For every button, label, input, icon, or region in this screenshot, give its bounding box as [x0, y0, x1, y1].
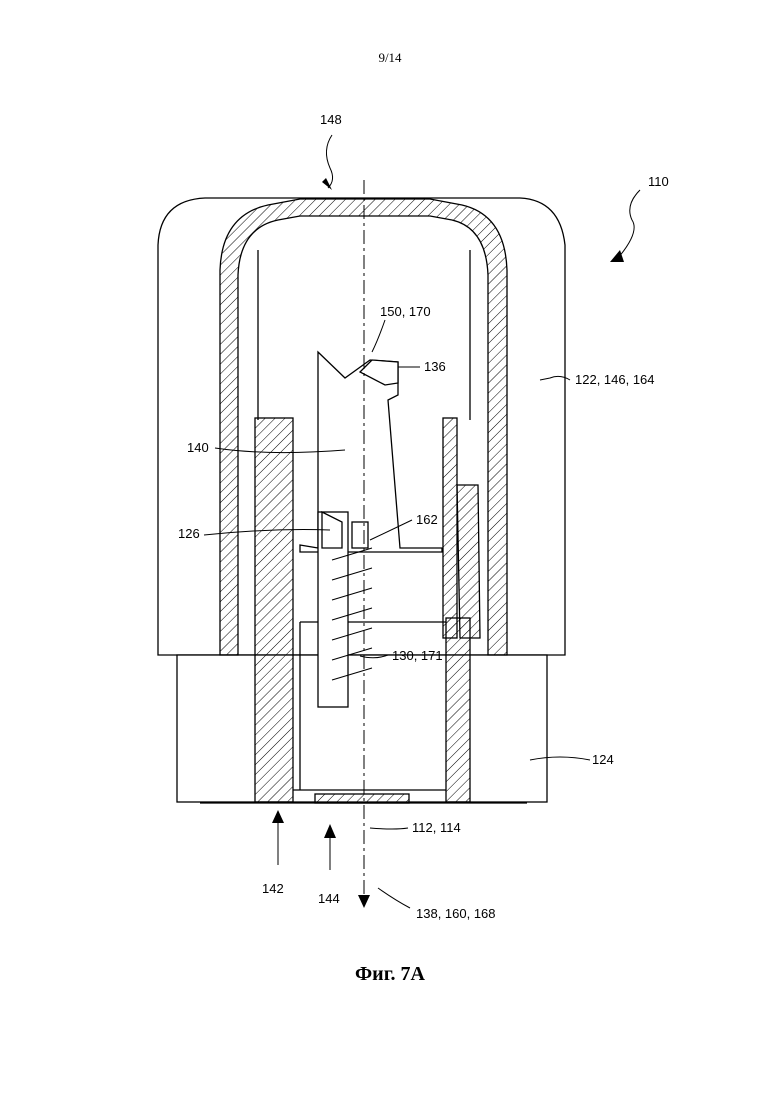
ref-144: 144	[318, 891, 340, 906]
ref-130-171: 130, 171	[392, 648, 443, 663]
ref-122-146-164: 122, 146, 164	[575, 372, 655, 387]
ref-112-114: 112, 114	[412, 820, 461, 835]
arrow-142	[272, 810, 284, 823]
ref-136: 136	[424, 359, 446, 374]
arrow-148	[326, 135, 332, 188]
right-tab	[457, 485, 480, 638]
left-hatched-wall	[255, 418, 293, 802]
ref-142: 142	[262, 881, 284, 896]
ref-138-160-168: 138, 160, 168	[416, 906, 496, 921]
ref-124: 124	[592, 752, 614, 767]
right-hatched-wall	[443, 418, 457, 638]
lower-body-outline	[177, 655, 547, 802]
axis-arrowhead	[358, 895, 370, 908]
ref-140: 140	[187, 440, 209, 455]
element-162	[352, 522, 368, 548]
figure-caption: Фиг. 7A	[0, 963, 780, 986]
right-lower-hatched-wall	[446, 618, 470, 802]
ref-126: 126	[178, 526, 200, 541]
ref-110: 110	[648, 174, 669, 189]
bottom-plate	[315, 794, 409, 803]
ref-150-170: 150, 170	[380, 304, 431, 319]
ref-162: 162	[416, 512, 438, 527]
ref-148: 148	[320, 112, 342, 127]
arrow-144	[324, 824, 336, 838]
arrow-110	[618, 190, 640, 258]
